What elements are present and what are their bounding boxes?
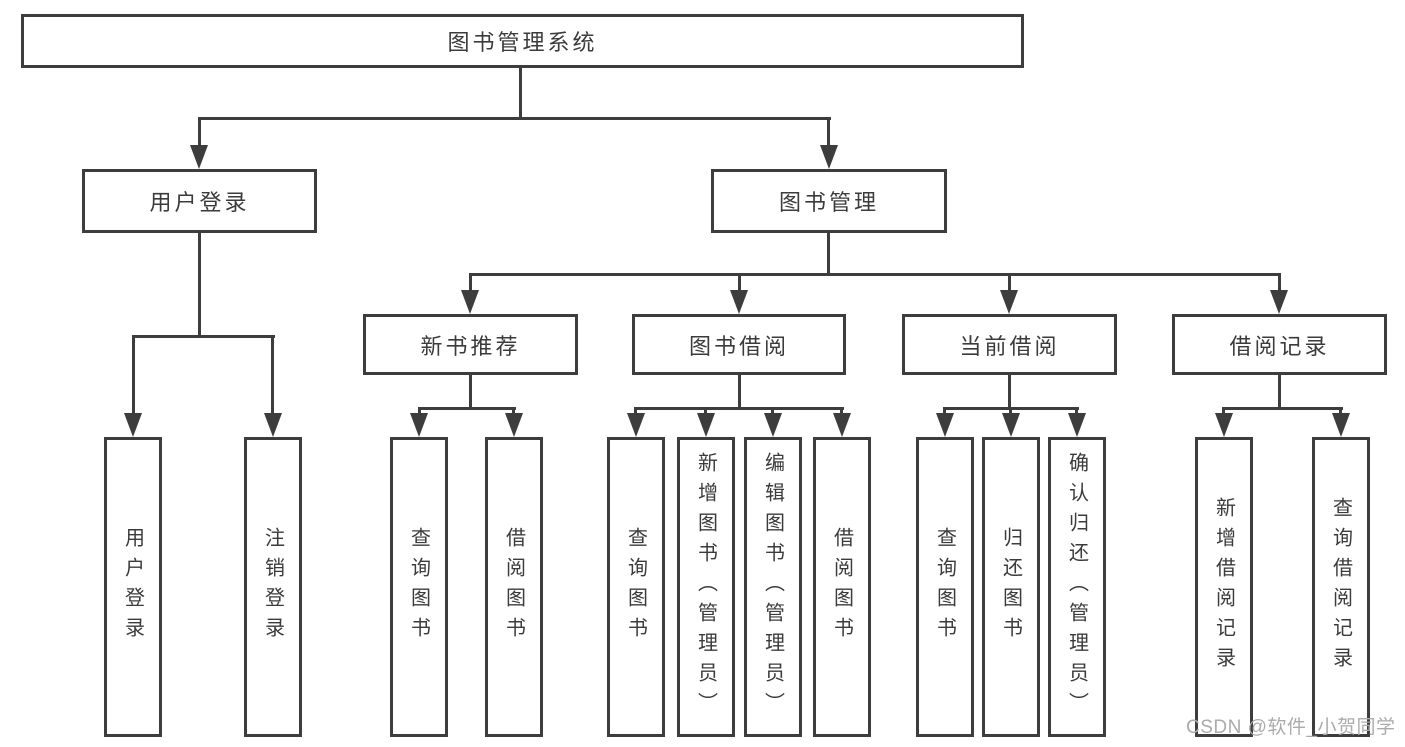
connector-line [1008,273,1011,293]
connector-line [827,233,830,273]
connector-line [418,407,516,410]
arrow-down-icon [264,413,282,437]
connector-line [512,407,515,415]
node-root: 图书管理系统 [21,14,1024,68]
leaf-edit-book-admin: 编辑图书（管理员） [744,437,802,737]
leaf-logout: 注销登录 [244,437,302,737]
connector-line [1075,407,1078,415]
arrow-down-icon [1002,413,1020,437]
connector-line [132,335,135,415]
arrow-down-icon [936,413,954,437]
connector-line [634,407,844,410]
connector-line [1278,375,1281,407]
node-borrow-records: 借阅记录 [1172,314,1387,375]
connector-line [704,407,707,415]
connector-line [634,407,637,415]
connector-line [827,117,830,148]
arrow-down-icon [1068,413,1086,437]
arrow-down-icon [730,290,748,314]
leaf-query-book-recommend: 查询图书 [390,437,448,737]
arrow-down-icon [697,413,715,437]
arrow-down-icon [1000,290,1018,314]
arrow-down-icon [124,413,142,437]
arrow-down-icon [1332,413,1350,437]
node-user-login: 用户登录 [82,169,317,233]
connector-line [198,233,201,335]
connector-line [1222,407,1225,415]
leaf-return-book: 归还图书 [982,437,1040,737]
connector-line [519,68,522,117]
node-book-borrow: 图书借阅 [632,314,846,375]
connector-line [469,273,1281,276]
leaf-user-login: 用户登录 [104,437,162,737]
arrow-down-icon [410,413,428,437]
leaf-add-borrow-record: 新增借阅记录 [1195,437,1253,737]
connector-line [271,335,274,415]
connector-line [469,375,472,407]
connector-line [1008,375,1011,407]
arrow-down-icon [461,290,479,314]
connector-line [840,407,843,415]
connector-line [132,335,275,338]
node-book-management: 图书管理 [711,169,947,233]
connector-line [943,407,946,415]
leaf-borrow-book-recommend: 借阅图书 [485,437,543,737]
arrow-down-icon [820,145,838,169]
connector-line [1009,407,1012,415]
node-current-borrow: 当前借阅 [902,314,1117,375]
arrow-down-icon [1215,413,1233,437]
leaf-query-borrow-record: 查询借阅记录 [1312,437,1370,737]
connector-line [771,407,774,415]
connector-line [1278,273,1281,293]
leaf-confirm-return-admin: 确认归还（管理员） [1048,437,1106,737]
connector-line [469,273,472,293]
connector-line [738,273,741,293]
arrow-down-icon [1270,290,1288,314]
connector-line [1222,407,1343,410]
connector-line [198,117,831,120]
node-new-book-recommend: 新书推荐 [363,314,578,375]
arrow-down-icon [505,413,523,437]
leaf-borrow-book-borrow: 借阅图书 [813,437,871,737]
leaf-query-book-current: 查询图书 [916,437,974,737]
leaf-query-book-borrow: 查询图书 [607,437,665,737]
arrow-down-icon [190,145,208,169]
connector-line [418,407,421,415]
connector-line [1339,407,1342,415]
leaf-add-book-admin: 新增图书（管理员） [677,437,735,737]
arrow-down-icon [764,413,782,437]
connector-line [738,375,741,407]
arrow-down-icon [627,413,645,437]
arrow-down-icon [833,413,851,437]
watermark: CSDN @软件_小贺同学 [1186,717,1396,738]
connector-line [198,117,201,148]
